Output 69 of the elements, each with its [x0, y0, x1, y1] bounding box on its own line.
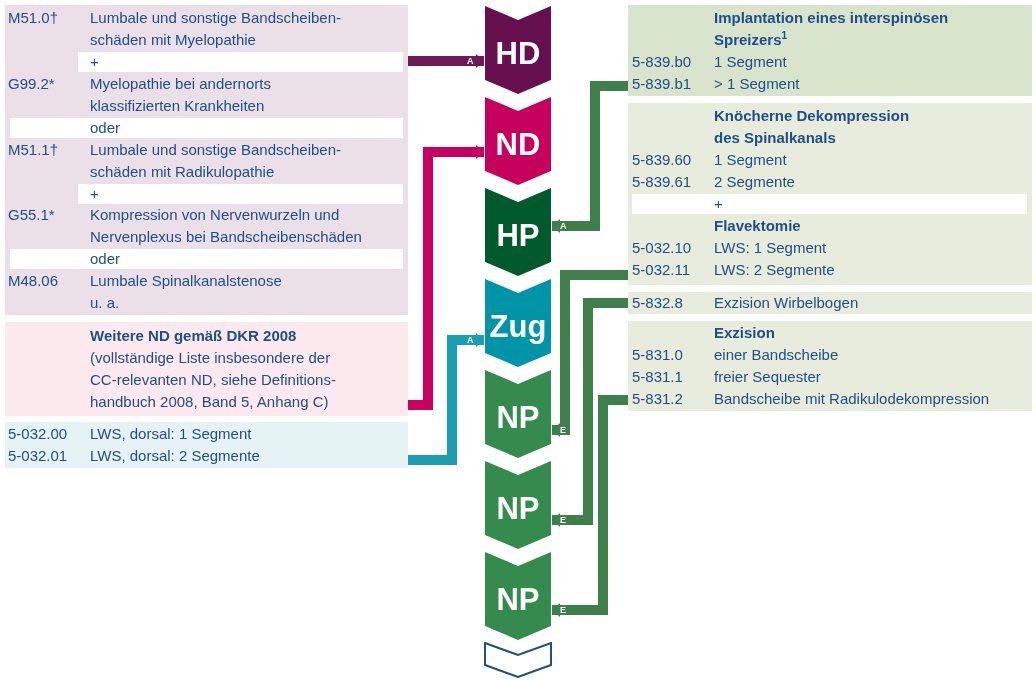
chevron-label: HP — [495, 218, 541, 254]
code-label: 5-839.b0 — [632, 52, 693, 72]
info-panel — [5, 422, 408, 468]
info-panel — [628, 103, 1032, 285]
code-label: M51.1† — [8, 140, 60, 160]
description-text: Lumbale Spinalkanalstenose u. a. — [90, 271, 283, 313]
info-panel — [5, 5, 408, 315]
code-label: 5-839.60 — [632, 150, 693, 170]
arrow — [408, 54, 484, 68]
info-panel — [628, 321, 1032, 411]
info-panel — [628, 5, 1032, 96]
code-label: M48.06 — [8, 271, 60, 291]
description-text: einer Bandscheibe — [714, 345, 840, 365]
arrow — [408, 145, 484, 410]
chevron-label: NP — [495, 400, 541, 436]
arrow — [552, 298, 628, 527]
description-text: 2 Segmente — [714, 172, 796, 192]
description-text: freier Sequester — [714, 367, 822, 387]
chevron-label: NP — [495, 582, 541, 618]
chevron-label: Zug — [488, 309, 548, 345]
description-text: > 1 Segment — [714, 74, 801, 94]
connector-word: + — [714, 194, 724, 214]
description-text: LWS, dorsal: 1 Segment — [90, 424, 253, 444]
edge-label: A — [467, 56, 474, 66]
description-text: Lumbale und sonstige Bandscheiben- schäden mit Radikulopathie — [90, 140, 342, 182]
code-label: 5-839.61 — [632, 172, 693, 192]
heading-text: Weitere ND gemäß DKR 2008 — [90, 326, 298, 346]
description-text: Exzision Wirbelbogen — [714, 293, 860, 313]
arrow — [552, 395, 628, 617]
info-panel — [5, 322, 408, 416]
edge-label: A — [560, 221, 567, 231]
edge-label: E — [560, 605, 566, 615]
code-label: 5-032.01 — [8, 446, 69, 466]
edge-label: E — [560, 425, 566, 435]
code-label: 5-839.b1 — [632, 74, 693, 94]
connector-word: + — [90, 184, 100, 204]
info-panel — [628, 292, 1032, 314]
code-label: 5-032.11 — [632, 260, 692, 280]
code-label: M51.0† — [8, 8, 60, 28]
edge-label: A — [467, 335, 474, 345]
description-text: Bandscheibe mit Radikulodekompression — [714, 389, 991, 409]
chevron-label: ND — [494, 127, 542, 163]
code-label: 5-831.0 — [632, 345, 684, 365]
code-label: 5-832.8 — [632, 293, 684, 313]
chevron-label: NP — [495, 491, 541, 527]
code-label: G99.2* — [8, 74, 56, 94]
connector-word: + — [90, 52, 100, 72]
description-text: LWS: 1 Segment — [714, 238, 828, 258]
code-label: 5-032.00 — [8, 424, 69, 444]
heading-text: Exzision — [714, 323, 776, 343]
heading-text: Knöcherne Dekompression des Spinalkanals — [714, 106, 911, 148]
connector-word: oder — [90, 118, 122, 138]
description-text: 1 Segment — [714, 52, 788, 72]
code-label: 5-032.10 — [632, 238, 693, 258]
description-text: LWS, dorsal: 2 Segmente — [90, 446, 261, 466]
chevron-label: HD — [494, 36, 542, 72]
arrow — [552, 270, 628, 437]
code-label: G55.1* — [8, 205, 56, 225]
arrow — [408, 333, 484, 465]
description-text: (vollständige Liste insbesondere der CC-relevanten ND, siehe Definitions- handbuch 2008, Band 5, Anhang C) — [90, 348, 337, 412]
edge-label: E — [560, 515, 566, 525]
heading-text: Flavektomie — [714, 216, 802, 236]
description-text: LWS: 2 Segmente — [714, 260, 836, 280]
description-text: 1 Segment — [714, 150, 788, 170]
description-text: Lumbale und sonstige Bandscheiben- schäden mit Myelopathie — [90, 8, 342, 50]
code-label: 5-831.1 — [632, 367, 684, 387]
connector-word: oder — [90, 249, 122, 269]
code-label: 5-831.2 — [632, 389, 684, 409]
heading-text: Implantation eines interspinösen Spreizers$^{1}$ — [714, 8, 950, 50]
